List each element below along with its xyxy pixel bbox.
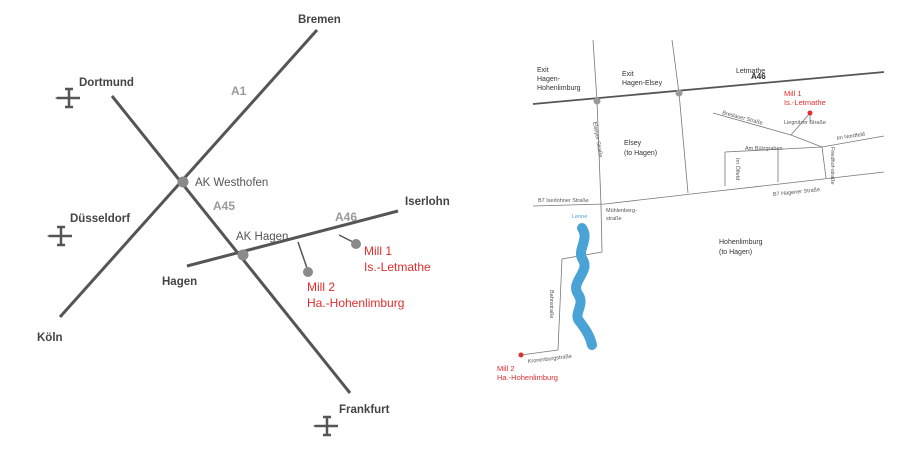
street-label-nordfeld: Im Nordfeld bbox=[836, 132, 865, 142]
hohenlimburg-label-line1: Hohenlimburg bbox=[719, 239, 763, 246]
road-elsey-vertical bbox=[671, 39, 689, 194]
junction-label-hagen: AK Hagen bbox=[236, 231, 288, 243]
river-lenne bbox=[571, 223, 597, 350]
highway-label-a46: A46 bbox=[335, 210, 357, 224]
junction-label-westhofen: AK Westhofen bbox=[195, 177, 268, 189]
airplane-icon bbox=[313, 415, 338, 437]
mill2-label-line1: Mill 2 bbox=[497, 364, 515, 373]
exit-hohenlimburg-line1: Exit bbox=[537, 67, 549, 74]
elsey-label-line2: (to Hagen) bbox=[624, 150, 657, 157]
street-label-b7-hagener: B7 Hagener Straße bbox=[773, 187, 821, 198]
elsey-label-line1: Elsey bbox=[624, 140, 642, 147]
street-label-muehlenberg-line1: Mühlenberg- bbox=[606, 208, 637, 214]
mill1-label-line2: Is.-Letmathe bbox=[364, 260, 431, 274]
mill1-label-line2: Is.-Letmathe bbox=[784, 98, 826, 107]
city-label-bremen: Bremen bbox=[298, 14, 341, 26]
street-label-kronenburg: Kronenburgstraße bbox=[528, 354, 573, 365]
kronenburg-road bbox=[520, 349, 559, 356]
liegnitzer-road bbox=[790, 112, 811, 136]
hagen-junction-dot bbox=[237, 249, 249, 261]
mill2-label-line2: Ha.-Hohenlimburg bbox=[307, 296, 404, 310]
street-label-liegnitzer: Liegnitzer Straße bbox=[784, 120, 826, 126]
overview-map: Bremen Dortmund Düsseldorf Köln Iserlohn… bbox=[37, 14, 450, 437]
a46-road bbox=[186, 209, 399, 268]
street-label-buelzgraben: Am Bülzgraben bbox=[745, 146, 783, 152]
exit-hohenlimburg-dot bbox=[593, 97, 601, 105]
highway-label-a45: A45 bbox=[213, 199, 235, 213]
detail-map: Lenne Letmathe A46 Exit Hagen- Hohenlimb… bbox=[497, 39, 885, 382]
exit-hohenlimburg-line2: Hagen- bbox=[537, 76, 561, 83]
hohenlimburg-label-line2: (to Hagen) bbox=[719, 249, 752, 256]
mill1-label-line1: Mill 1 bbox=[784, 89, 802, 98]
a45-road bbox=[110, 95, 352, 394]
mill1-dot bbox=[351, 239, 361, 249]
westhofen-junction-dot bbox=[177, 176, 189, 188]
street-label-friedhofstrasse: Friedhof-straße bbox=[829, 147, 835, 185]
letmathe-label: Letmathe bbox=[736, 68, 765, 75]
city-label-duesseldorf: Düsseldorf bbox=[70, 213, 130, 225]
street-label-elseyer: Elseyer Straße bbox=[591, 121, 603, 158]
mill2-dot bbox=[518, 352, 524, 358]
street-label-muehlenberg-line2: straße bbox=[606, 216, 622, 222]
mill2-dot bbox=[303, 267, 313, 277]
exit-hohenlimburg-line3: Hohenlimburg bbox=[537, 85, 581, 92]
street-label-breslauer: Breslauer Straße bbox=[721, 110, 763, 127]
city-label-dortmund: Dortmund bbox=[79, 77, 134, 89]
airplane-icon bbox=[47, 225, 72, 247]
a1-road bbox=[58, 28, 319, 319]
street-label-oelfeld: Im Ölfeld bbox=[734, 158, 741, 180]
city-label-iserlohn: Iserlohn bbox=[405, 196, 450, 208]
street-label-bahnstrasse: Bahnstraße bbox=[548, 290, 554, 318]
airplane-icon bbox=[55, 87, 80, 109]
mill1-dot bbox=[807, 110, 813, 116]
city-label-frankfurt: Frankfurt bbox=[339, 404, 390, 416]
city-label-koeln: Köln bbox=[37, 332, 63, 344]
friedhof-road bbox=[821, 146, 827, 179]
mill2-label-line1: Mill 2 bbox=[307, 280, 335, 294]
b7-road bbox=[532, 171, 885, 207]
river-label: Lenne bbox=[572, 214, 587, 220]
a46-label: A46 bbox=[751, 72, 766, 81]
city-label-hagen: Hagen bbox=[162, 276, 197, 288]
a46-road bbox=[532, 71, 885, 105]
exit-elsey-line2: Hagen-Elsey bbox=[622, 80, 663, 87]
street-label-b7-iserlohner: B7 Iserlohner Straße bbox=[538, 198, 589, 204]
mill2-spur bbox=[297, 241, 309, 272]
exit-elsey-line1: Exit bbox=[622, 71, 634, 78]
mill1-label-line1: Mill 1 bbox=[364, 244, 392, 258]
highway-label-a1: A1 bbox=[231, 84, 247, 98]
mill2-label-line2: Ha.-Hohenlimburg bbox=[497, 373, 558, 382]
exit-elsey-dot bbox=[675, 89, 683, 97]
